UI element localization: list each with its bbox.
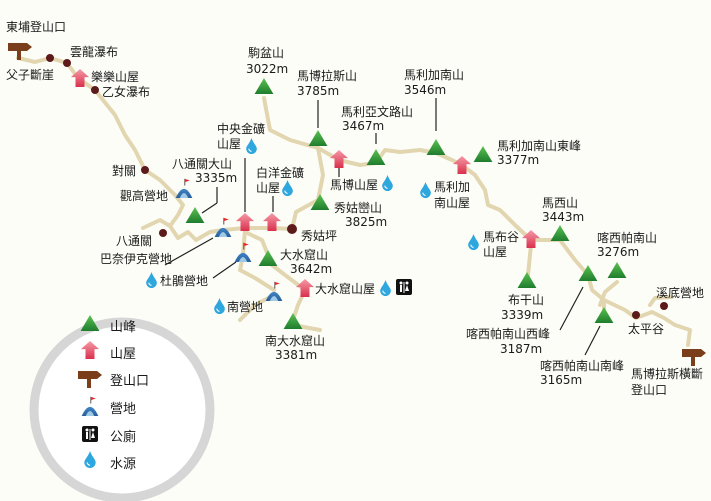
peak-icon	[283, 313, 303, 329]
label-bugan-mtn: 布干山	[508, 293, 545, 307]
peak-icon	[258, 250, 278, 266]
label-zhongyang-hut-2: 山屋	[217, 137, 242, 151]
label-dashuiku-hut: 大水窟山屋	[315, 282, 376, 296]
water-icon	[379, 279, 392, 297]
label-malijianan-mtn: 馬利加南山	[404, 68, 465, 82]
label-guangao-camp: 觀高營地	[120, 189, 169, 203]
trailhead-sign-icon	[8, 43, 32, 60]
water-icon	[213, 297, 226, 315]
poi-dot-xidi-camp	[660, 302, 668, 310]
water-icon	[467, 233, 480, 251]
legend-peak-label: 山峰	[110, 320, 137, 335]
label-xiuguping: 秀姑坪	[301, 229, 338, 243]
elev-kaxipanan-west: 3187m	[500, 342, 543, 356]
peak-icon	[254, 78, 274, 94]
leader-lines	[164, 98, 601, 356]
water-icon	[281, 179, 294, 197]
label-mabolasi-trailhead-2: 登山口	[631, 383, 668, 397]
hut-icon	[330, 150, 348, 168]
elev-malijianan-mtn: 3546m	[404, 83, 447, 97]
label-south-dashuiku-mtn: 南大水窟山	[265, 334, 326, 348]
label-mabolasi-mtn: 馬博拉斯山	[297, 69, 358, 83]
label-banaiyike-camp: 巴奈伊克營地	[100, 252, 173, 266]
elev-kaxipanan-south: 3165m	[540, 373, 583, 387]
water-icon	[245, 137, 258, 155]
label-maxi-mtn: 馬西山	[542, 196, 579, 210]
legend-toilet-label: 公廁	[110, 430, 137, 445]
poi-dot-yinu-falls	[91, 86, 99, 94]
label-xidi-camp: 溪底營地	[656, 286, 705, 300]
label-mabugu-hut-1: 馬布谷	[483, 230, 520, 244]
label-mabolasi-trailhead-1: 馬博拉斯橫斷	[631, 367, 704, 381]
elev-maliyawenlu-mtn: 3467m	[342, 119, 385, 133]
label-taipinggu: 太平谷	[628, 322, 665, 336]
camp-icon	[175, 178, 193, 199]
elev-kaxipanan-mtn: 3276m	[597, 245, 640, 259]
label-kaxipanan-west: 喀西帕南山西峰	[466, 327, 551, 341]
peak-icon	[308, 130, 328, 146]
poi-dot-taipinggu	[632, 311, 640, 319]
poi-dot-batongguan	[159, 229, 167, 237]
poi-dot-duiguan	[141, 166, 149, 174]
elev-mabolasi-mtn: 3785m	[297, 84, 340, 98]
elev-batongguan-mtn: 3335m	[195, 171, 238, 185]
water-icon	[381, 174, 394, 192]
poi-dots	[46, 54, 668, 319]
legend-toilet-icon	[82, 426, 98, 442]
poi-dot-yunlong-falls	[63, 59, 71, 67]
label-xiuguluan-mtn: 秀姑巒山	[334, 201, 383, 215]
elev-dashuiku-mtn: 3642m	[290, 262, 333, 276]
elev-malijianan-east: 3377m	[497, 153, 540, 167]
elev-bugan-mtn: 3339m	[501, 308, 544, 322]
label-south-camp: 南營地	[227, 300, 264, 314]
label-malijianan-hut-2: 南山屋	[434, 196, 471, 210]
poi-dot-fuzi-cliff	[46, 54, 54, 62]
camp-icon	[214, 217, 232, 238]
label-yinu-falls: 乙女瀑布	[102, 85, 151, 99]
peak-icon	[473, 146, 493, 162]
poi-dot-xiuguping	[287, 224, 297, 234]
label-zhongyang-hut-1: 中央金礦	[217, 122, 266, 136]
water-icon	[145, 271, 158, 289]
label-mabo-hut: 馬博山屋	[330, 178, 379, 192]
elev-xiuguluan-mtn: 3825m	[345, 215, 388, 229]
peak-icon	[185, 207, 205, 223]
label-malijianan-hut-1: 馬利加	[434, 180, 471, 194]
label-batongguan-mtn: 八通關大山	[172, 157, 233, 171]
trailhead-sign-icon	[682, 349, 706, 366]
label-maliyawenlu-mtn: 馬利亞文路山	[341, 105, 414, 119]
toilet-icon	[396, 279, 412, 295]
peak-icon	[594, 307, 614, 323]
label-fuzi-cliff: 父子斷崖	[6, 68, 55, 82]
water-icon	[419, 181, 432, 199]
label-baiyang-hut-2: 山屋	[256, 181, 281, 195]
peak-icon	[426, 139, 446, 155]
hut-icon	[296, 279, 314, 297]
label-lele-hut: 樂樂山屋	[91, 70, 140, 84]
legend-camp-label: 營地	[110, 402, 137, 417]
label-duiguan: 對關	[112, 164, 137, 178]
peak-icon	[517, 272, 537, 288]
legend-frame	[29, 317, 215, 501]
label-malijianan-east: 馬利加南山東峰	[497, 139, 582, 153]
label-dongpu-trailhead: 東埔登山口	[6, 20, 67, 34]
legend-trailhead-label: 登山口	[110, 374, 150, 389]
label-kaxipanan-south: 喀西帕南山南峰	[540, 359, 625, 373]
peak-icon	[607, 262, 627, 278]
legend-hut-label: 山屋	[110, 347, 137, 362]
label-baiyang-hut-1: 白洋金礦	[256, 166, 305, 180]
elev-jupen-mtn: 3022m	[246, 62, 289, 76]
label-dashuiku-mtn: 大水窟山	[280, 248, 329, 262]
label-kaxipanan-mtn: 喀西帕南山	[597, 231, 658, 245]
peak-icon	[550, 225, 570, 241]
label-dujuan-camp: 杜鵑營地	[160, 274, 209, 288]
label-batongguan: 八通關	[116, 234, 153, 248]
legend-water-label: 水源	[110, 457, 137, 472]
elev-maxi-mtn: 3443m	[542, 210, 585, 224]
label-mabugu-hut-2: 山屋	[483, 245, 508, 259]
elev-south-dashuiku-mtn: 3381m	[275, 348, 318, 362]
label-jupen-mtn: 駒盆山	[248, 46, 285, 60]
label-yunlong-falls: 雲龍瀑布	[70, 45, 119, 59]
